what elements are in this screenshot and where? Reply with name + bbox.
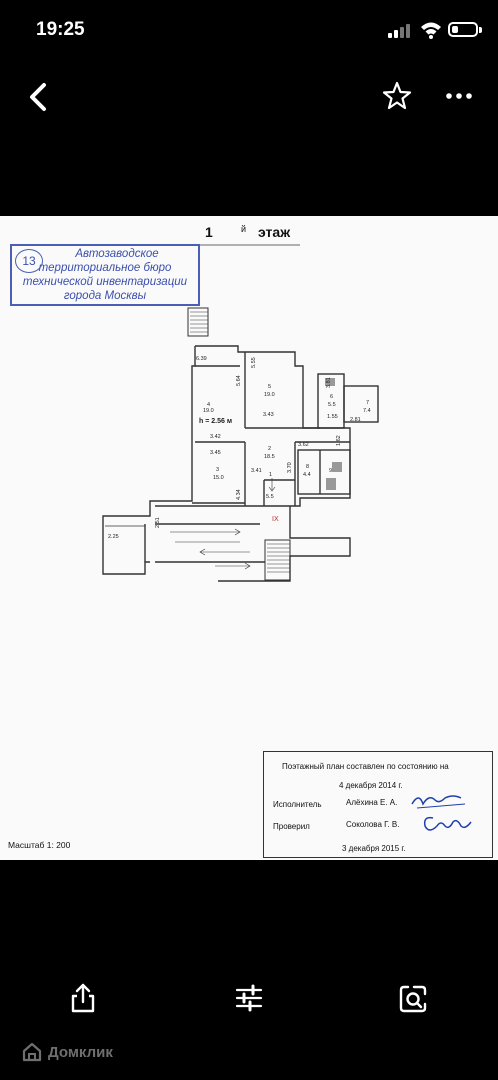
battery-icon: [448, 22, 478, 37]
watermark-text: Домклик: [48, 1044, 113, 1061]
dim-label: 3.45: [210, 450, 221, 456]
adjust-icon[interactable]: [234, 984, 264, 1012]
dim-label: 3.42: [210, 434, 221, 440]
visual-lookup-icon[interactable]: [398, 984, 430, 1014]
stamp-line-3: технической инвентаризации: [22, 276, 188, 288]
floor-plan-drawing: 6.39 5.55 5.64 3.81 4 19.0 h = 2.56 м 5 …: [102, 244, 379, 582]
dim-label: 5.55: [251, 357, 257, 368]
info-date-2: 3 декабря 2015 г.: [342, 844, 406, 853]
info-line-1: Поэтажный план составлен по состоянию на: [282, 762, 449, 771]
plan-info-box: Поэтажный план составлен по состоянию на…: [263, 751, 493, 858]
dim-label: 2.51: [155, 517, 161, 528]
cellular-signal-icon: [388, 24, 410, 38]
dim-label: 3.43: [263, 412, 274, 418]
dim-label: 3.81: [326, 377, 332, 388]
room-number: 8: [306, 464, 309, 470]
floor-number: 1: [205, 224, 213, 240]
dim-label: 5.64: [236, 375, 242, 386]
battery-tip: [479, 27, 482, 33]
ceiling-height: h = 2.56 м: [199, 418, 232, 425]
dim-label: 3.62: [298, 442, 309, 448]
room-number: 6: [330, 394, 333, 400]
room-number: 5: [268, 384, 271, 390]
stamp-number: 13: [15, 249, 43, 273]
status-time: 19:25: [36, 19, 85, 40]
more-icon[interactable]: [444, 86, 474, 106]
executor-name: Алёхина Е. А.: [346, 798, 398, 807]
share-icon[interactable]: [68, 982, 98, 1014]
room-number: 9: [329, 468, 332, 474]
executor-label: Исполнитель: [273, 800, 322, 809]
checked-signature: [423, 816, 472, 831]
scale-label: Масштаб 1: 200: [8, 840, 71, 850]
dim-label: 2.25: [108, 534, 119, 540]
floor-word: этаж: [258, 224, 291, 240]
executor-signature: [411, 795, 466, 809]
room-number: 1: [269, 472, 272, 478]
stamp-line-2: территориальное бюро: [38, 262, 172, 274]
room-area: 19.0: [203, 408, 214, 414]
floor-plan-photo[interactable]: 1 й этаж 13 Автозаводское территориально…: [0, 216, 498, 860]
room-area: 5.5: [266, 494, 274, 500]
floor-superscript: й: [241, 224, 247, 234]
room-area: 5.5: [328, 402, 336, 408]
room-number: 3: [216, 467, 219, 473]
domclick-logo-icon: [22, 1042, 42, 1062]
dim-label: 1.62: [336, 435, 342, 446]
star-icon[interactable]: [382, 80, 412, 112]
status-bar: 19:25: [0, 0, 498, 62]
room-area: 19.0: [264, 392, 275, 398]
room-area: 15.0: [213, 475, 224, 481]
stamp-line-1: Автозаводское: [75, 248, 159, 260]
dim-label: 3.41: [251, 468, 262, 474]
dim-label: 2.81: [350, 417, 361, 423]
dim-label: 6.39: [196, 356, 207, 362]
dim-label: 4.34: [236, 489, 242, 500]
bottom-toolbar: [0, 962, 498, 1080]
bti-stamp: 13 Автозаводское территориальное бюро те…: [10, 244, 200, 306]
room-area: 18.5: [264, 454, 275, 460]
stamp-line-4: города Москвы: [63, 290, 147, 302]
room-number: 4: [207, 402, 210, 408]
dim-label: 3.70: [287, 462, 293, 473]
info-line-2: 4 декабря 2014 г.: [339, 781, 403, 790]
room-area: 4.4: [303, 472, 311, 478]
checked-name: Соколова Г. В.: [346, 820, 400, 829]
section-label: IX: [272, 516, 279, 523]
dim-label: 1.55: [327, 414, 338, 420]
checked-label: Проверил: [273, 822, 310, 831]
room-area: 7.4: [363, 408, 371, 414]
room-number: 7: [366, 400, 369, 406]
wifi-icon: [421, 22, 441, 39]
room-number: 2: [268, 446, 271, 452]
chevron-left-icon[interactable]: [24, 80, 56, 114]
